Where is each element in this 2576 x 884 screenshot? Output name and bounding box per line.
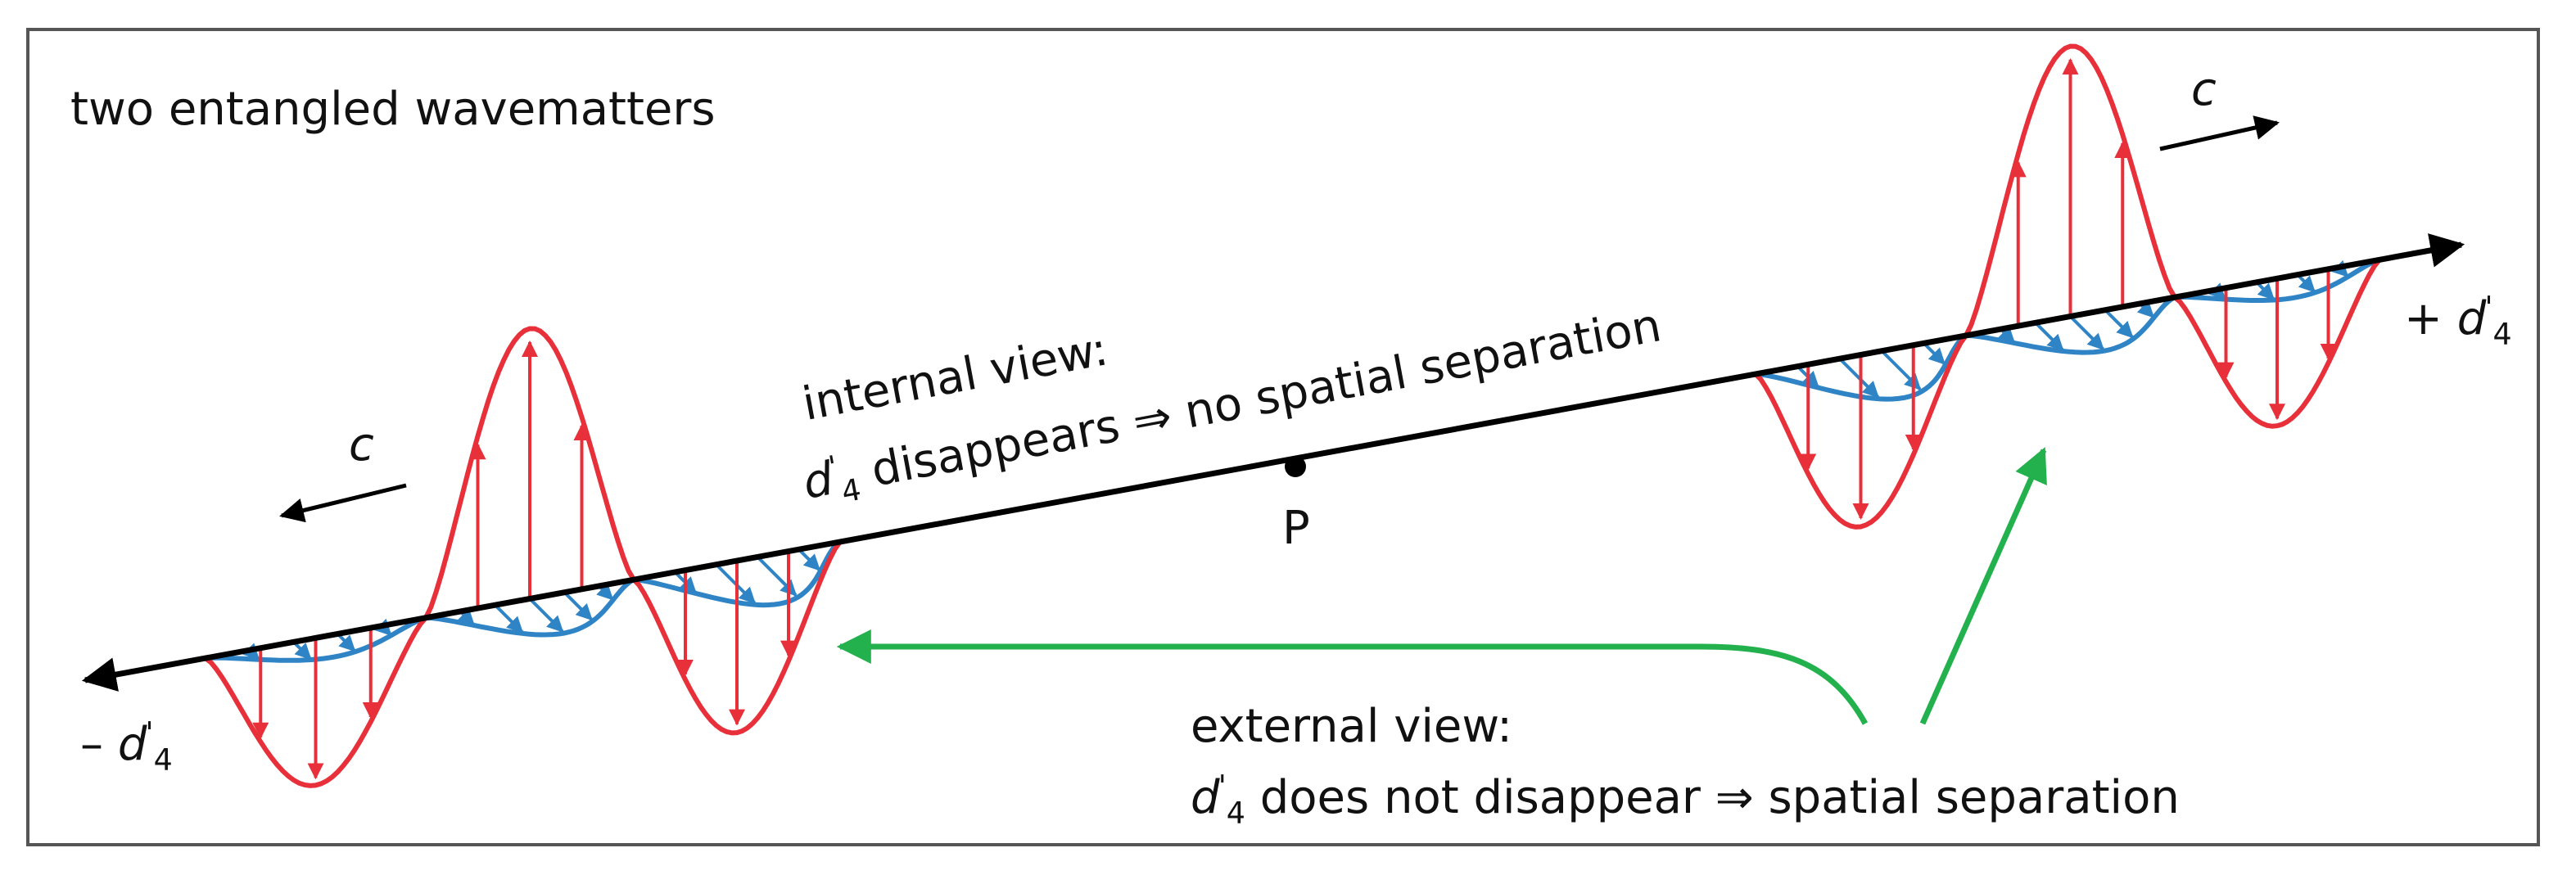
right-speed-label: c	[2191, 63, 2217, 116]
point-p-label: P	[1282, 502, 1310, 555]
d4-axis	[81, 233, 2465, 692]
right-packet-blue-arrow	[2255, 281, 2275, 300]
right-packet-blue-arrow	[1923, 341, 1946, 365]
right-packet-blue-arrow	[2069, 315, 2104, 350]
diagram-title: two entangled wavematters	[70, 83, 716, 136]
right-packet-blue-arrow	[2104, 309, 2134, 339]
implies-symbol: ⇒	[1715, 771, 1754, 825]
positive-axis-label: + d'4	[2404, 290, 2512, 352]
right-propagation-arrow	[2159, 115, 2280, 151]
diagram-canvas	[81, 43, 2465, 788]
point-p	[1285, 456, 1306, 477]
left-propagation-arrow	[279, 483, 407, 523]
left-packet-blue-arrow	[798, 548, 821, 571]
left-speed-label: c	[349, 418, 374, 471]
external-view-heading: external view:	[1191, 700, 1512, 753]
green-arrow-to-right-packet	[1919, 447, 2047, 725]
left-packet-blue-arrow	[528, 598, 564, 633]
implies-symbol: ⇒	[1128, 389, 1177, 449]
negative-axis-label: – d'4	[80, 715, 173, 778]
right-packet-blue-arrow	[1838, 357, 1879, 399]
left-packet-blue-arrow	[563, 591, 593, 621]
right-packet-red-lobe-2	[1964, 43, 2177, 337]
external-view-statement: d'4 does not disappear ⇒ spatial separat…	[1191, 769, 2180, 831]
green-arrow-to-left-packet	[836, 629, 1869, 725]
right-packet-blue-arrow	[2296, 273, 2316, 293]
left-packet-blue-arrow	[292, 640, 312, 661]
diagram-frame: two entangled wavematters internal view:…	[26, 28, 2540, 846]
left-packet-blue-arrow	[336, 633, 356, 652]
